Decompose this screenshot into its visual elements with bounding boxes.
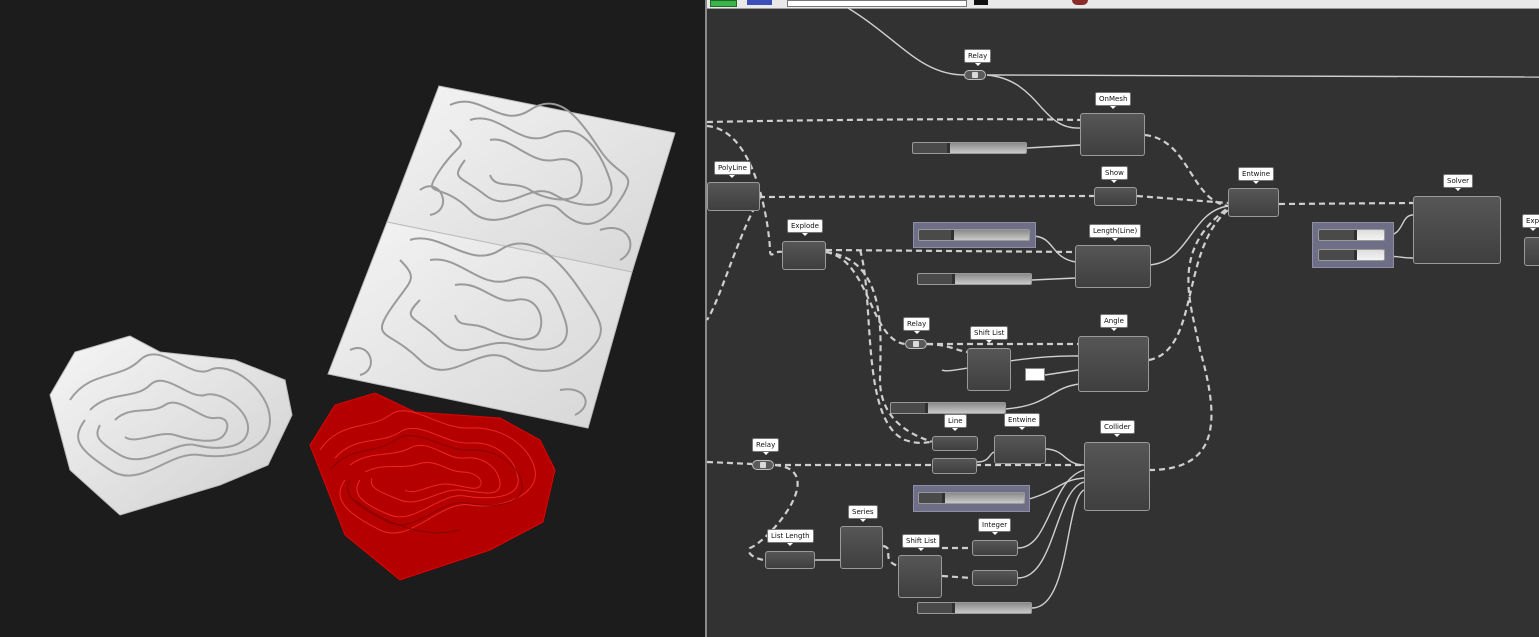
collider-node[interactable] <box>1084 442 1150 511</box>
rhino-viewport[interactable] <box>0 0 705 637</box>
line-node[interactable] <box>932 436 978 451</box>
integer-node-2[interactable] <box>972 570 1018 586</box>
number-slider[interactable] <box>912 142 1027 154</box>
lengthline-label: Length(Line) <box>1089 224 1142 241</box>
entwine1-node[interactable] <box>1228 188 1279 217</box>
explode-node[interactable] <box>782 241 826 270</box>
polyline-label: PolyLine <box>714 161 751 178</box>
viewport-geometry <box>49 85 676 581</box>
black-icon[interactable] <box>974 0 988 5</box>
solver-slider-2[interactable] <box>1318 249 1385 261</box>
number-slider[interactable] <box>917 273 1032 285</box>
solver-slider-1[interactable] <box>1318 229 1385 241</box>
shiftlist1-label: Shift List <box>970 326 1009 343</box>
listlength-label: List Length <box>767 529 814 546</box>
number-slider[interactable] <box>917 602 1032 614</box>
relay1-node[interactable] <box>964 70 986 80</box>
relay3-node[interactable] <box>752 460 774 470</box>
polyline-node[interactable] <box>707 182 760 211</box>
solver-label: Solver <box>1443 174 1473 191</box>
angle-node[interactable] <box>1078 336 1149 392</box>
line-label: Line <box>944 414 967 431</box>
explode2-label: Expl <box>1522 214 1539 231</box>
heart-curves[interactable] <box>309 392 556 581</box>
entwine1-label: Entwine <box>1238 167 1275 184</box>
series-node[interactable] <box>840 526 883 569</box>
relay2-node[interactable] <box>905 339 927 349</box>
series-label: Series <box>848 505 878 522</box>
onmesh-label: OnMesh <box>1095 92 1132 109</box>
listlength-node[interactable] <box>765 551 815 569</box>
number-slider[interactable] <box>918 492 1025 504</box>
canvas-toolbar <box>707 0 1539 9</box>
show-node[interactable] <box>1094 187 1137 206</box>
relay2-label: Relay <box>903 317 931 334</box>
collider-label: Collider <box>1100 420 1135 437</box>
green-icon[interactable] <box>710 0 737 7</box>
shiftlist2-label: Shift List <box>902 534 941 551</box>
angle-label: Angle <box>1100 314 1128 331</box>
shiftlist2-node[interactable] <box>898 555 942 598</box>
heart-relief[interactable] <box>49 335 293 516</box>
explode-label: Explode <box>787 219 823 236</box>
explode2-node[interactable] <box>1524 237 1539 266</box>
relay1-label: Relay <box>964 49 992 66</box>
shiftlist1-node[interactable] <box>967 348 1011 391</box>
lengthline-node[interactable] <box>1075 245 1151 288</box>
show-label: Show <box>1101 166 1128 183</box>
integer-node[interactable] <box>972 540 1018 556</box>
number-slider[interactable] <box>890 402 1006 414</box>
search-field[interactable] <box>787 0 967 7</box>
onmesh-node[interactable] <box>1080 113 1145 156</box>
integer-label: Integer <box>978 518 1012 535</box>
viewport-divider[interactable] <box>705 0 707 637</box>
entwine2-node[interactable] <box>994 435 1046 464</box>
value-panel[interactable] <box>1025 368 1045 381</box>
relay3-label: Relay <box>752 438 780 455</box>
red-icon[interactable] <box>1072 0 1088 5</box>
solver-node[interactable] <box>1413 196 1501 264</box>
param-node[interactable] <box>932 458 977 474</box>
blue-icon[interactable] <box>747 0 772 5</box>
number-slider[interactable] <box>918 229 1030 241</box>
entwine2-label: Entwine <box>1004 413 1041 430</box>
panel-bottom[interactable] <box>327 221 633 429</box>
